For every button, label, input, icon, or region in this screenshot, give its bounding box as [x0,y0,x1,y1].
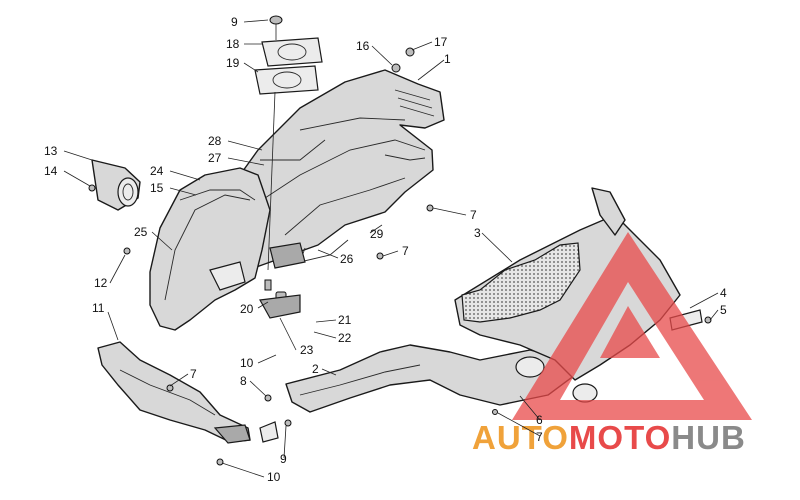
callout-17: 17 [434,35,448,49]
callout-labels: 9 18 19 16 17 1 28 27 13 14 24 15 7 25 2… [44,15,727,484]
part-access-plates [254,15,323,271]
callout-8: 8 [240,374,247,388]
callout-20: 20 [240,302,254,316]
callout-21: 21 [338,313,352,327]
callout-29: 29 [370,227,384,241]
watermark-hub: HUB [671,419,746,456]
callout-16: 16 [356,39,370,53]
callout-13: 13 [44,144,58,158]
watermark-moto: MOTO [569,419,671,456]
callout-22: 22 [338,331,352,345]
warning-triangle-icon [512,232,752,420]
callout-23: 23 [300,343,314,357]
callout-7-bumper: 7 [190,367,197,381]
leader-lines [63,19,719,478]
part-side-fender [149,167,271,331]
callout-24: 24 [150,164,164,178]
callout-9-top: 9 [231,15,238,29]
watermark-auto: AUTO [472,419,569,456]
callout-11: 11 [92,301,105,315]
callout-28: 28 [208,134,222,148]
callout-5: 5 [720,303,727,317]
part-front-bumper [97,341,251,444]
callout-1: 1 [444,52,451,66]
callout-6: 6 [536,413,543,427]
callout-9-bottom: 9 [280,452,287,466]
watermark-logo-text: AUTOMOTOHUB [472,419,746,456]
callout-10-mid: 10 [240,356,254,370]
callout-7-mid: 7 [402,244,409,258]
callout-2: 2 [312,362,319,376]
part-nose-duct [91,159,141,211]
part-belly-pan [239,69,445,271]
callout-14: 14 [44,164,58,178]
callout-10-bottom: 10 [267,470,281,484]
callout-15: 15 [150,181,164,195]
callout-27: 27 [208,151,222,165]
part-hardware [88,47,712,466]
callout-3: 3 [474,226,481,240]
callout-4: 4 [720,286,727,300]
callout-19: 19 [226,56,240,70]
callout-25: 25 [134,225,148,239]
callout-7-right: 7 [470,208,477,222]
callout-7-bottom: 7 [536,430,543,444]
callout-12: 12 [94,276,108,290]
callout-18: 18 [226,37,240,51]
callout-26: 26 [340,252,354,266]
